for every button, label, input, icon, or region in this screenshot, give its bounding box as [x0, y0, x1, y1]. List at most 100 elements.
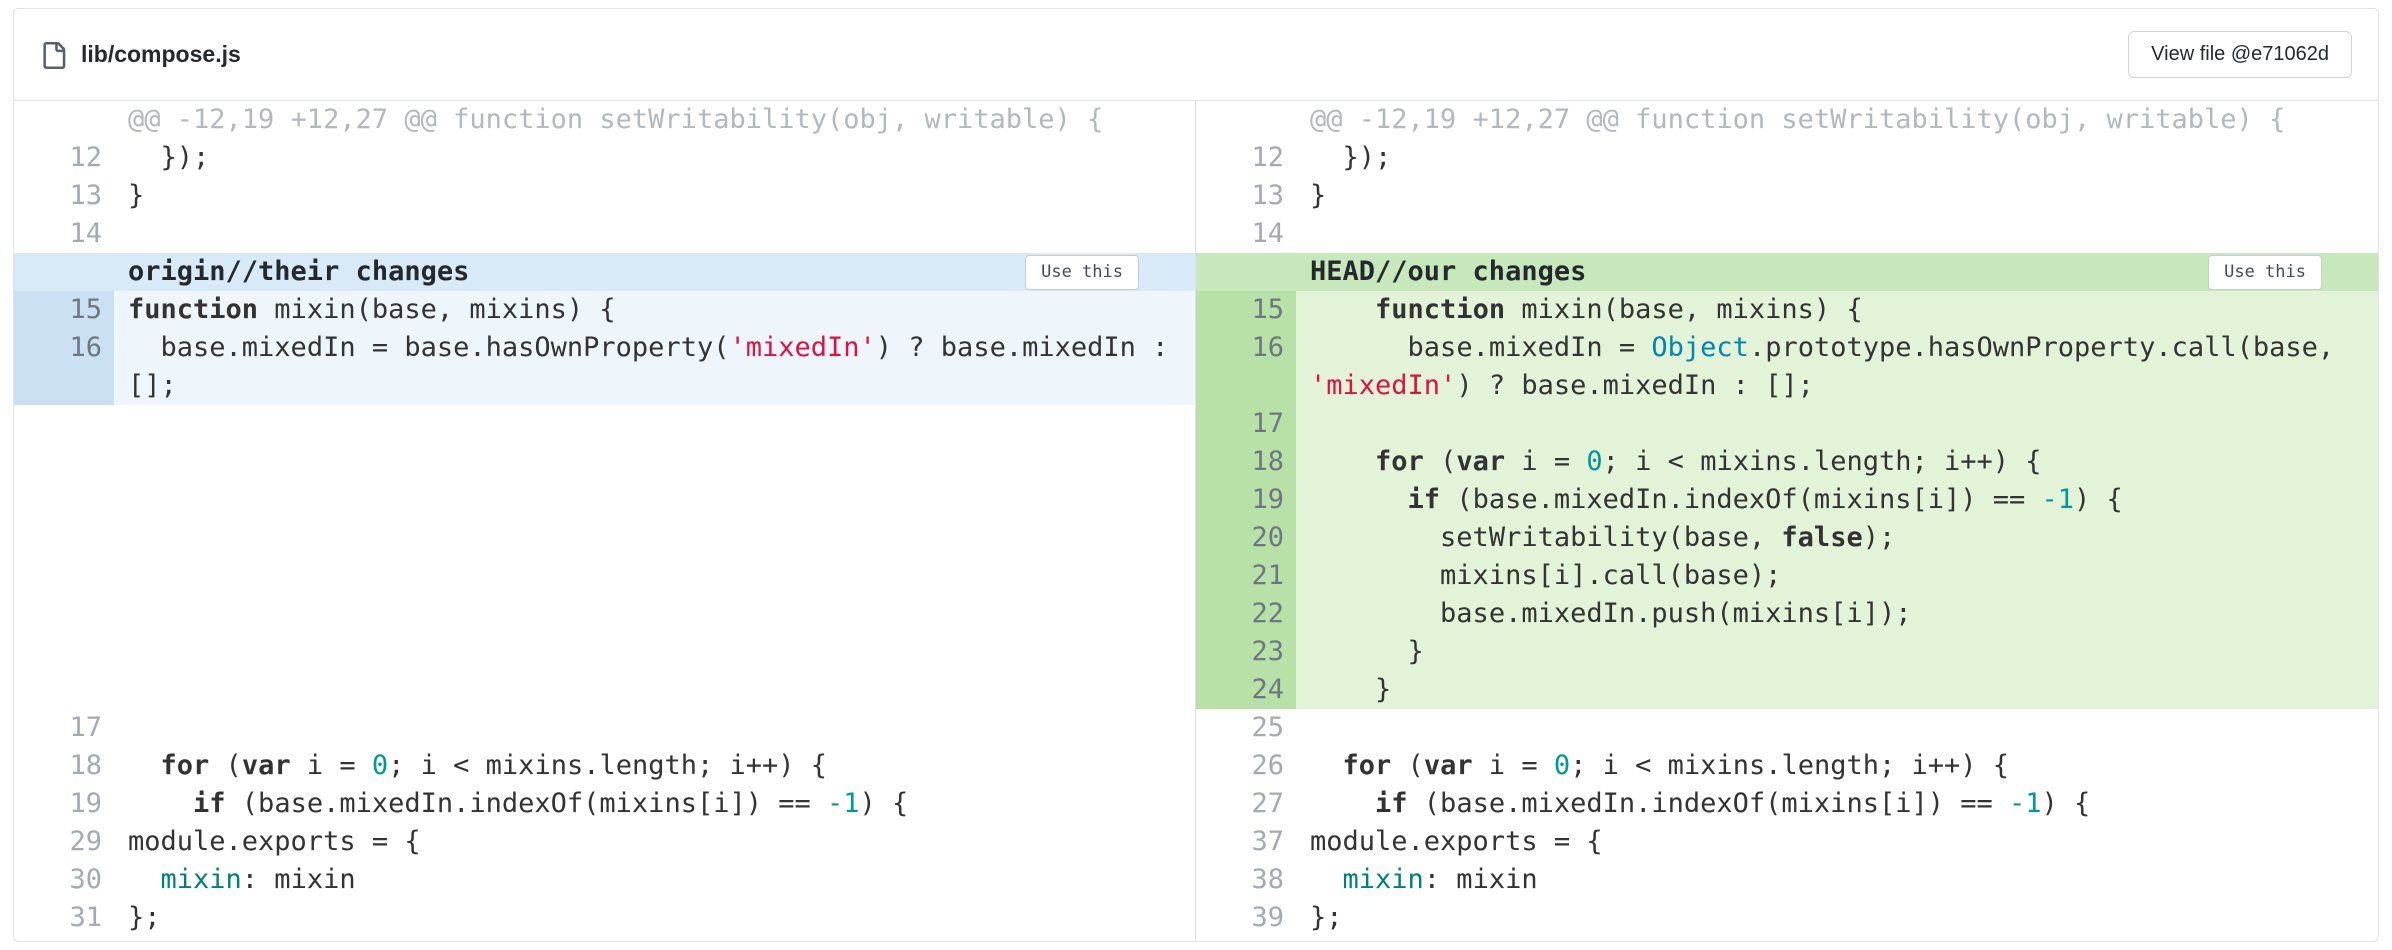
code-line: 17: [1196, 405, 2378, 443]
line-number: 14: [69, 218, 102, 249]
line-number: 17: [1196, 405, 1296, 443]
line-code: if (base.mixedIn.indexOf(mixins[i]) == -…: [1407, 484, 2123, 515]
line-code: [1296, 215, 2378, 253]
line-number: 13: [1251, 180, 1284, 211]
line-number: [14, 101, 114, 139]
line-code: [114, 709, 1195, 747]
line-number: 12: [1251, 142, 1284, 173]
code-line: 19 if (base.mixedIn.indexOf(mixins[i]) =…: [14, 785, 1195, 823]
line-number: 27: [1251, 788, 1284, 819]
code-line: 30 mixin: mixin: [14, 861, 1195, 899]
line-number: 15: [14, 291, 114, 329]
line-code: });: [128, 142, 210, 173]
line-code: [114, 215, 1195, 253]
line-code: if (base.mixedIn.indexOf(mixins[i]) == -…: [193, 788, 909, 819]
line-number: [1196, 253, 1296, 291]
view-file-button[interactable]: View file @e71062d: [2128, 31, 2352, 78]
code-line: 21 mixins[i].call(base);: [1196, 557, 2378, 595]
line-number: 17: [69, 712, 102, 743]
hunk-text: @@ -12,19 +12,27 @@ function setWritabil…: [1310, 104, 2286, 135]
diff-split: @@ -12,19 +12,27 @@ function setWritabil…: [14, 101, 2378, 941]
line-code: for (var i = 0; i < mixins.length; i++) …: [160, 750, 828, 781]
file-name: lib/compose.js: [81, 41, 241, 67]
line-code: };: [1310, 902, 1343, 933]
line-code: module.exports = {: [1310, 826, 1603, 857]
use-this-button[interactable]: Use this: [2208, 254, 2322, 290]
line-code: }: [1310, 674, 1392, 705]
line-number: 19: [1196, 481, 1296, 519]
line-number: 18: [69, 750, 102, 781]
file-diff-card: lib/compose.js View file @e71062d @@ -12…: [13, 8, 2379, 942]
line-code: };: [128, 902, 161, 933]
code-line: 16 base.mixedIn = Object.prototype.hasOw…: [1196, 329, 2378, 405]
line-code: base.mixedIn.push(mixins[i]);: [1310, 598, 1912, 629]
code-line: 18 for (var i = 0; i < mixins.length; i+…: [1196, 443, 2378, 481]
code-line: 25: [1196, 709, 2378, 747]
line-number: 31: [69, 902, 102, 933]
file-header: lib/compose.js View file @e71062d: [14, 9, 2378, 101]
line-number: 24: [1196, 671, 1296, 709]
code-line: 15 function mixin(base, mixins) {: [14, 291, 1195, 329]
line-code: if (base.mixedIn.indexOf(mixins[i]) == -…: [1375, 788, 2091, 819]
code-line: 14: [14, 215, 1195, 253]
code-line: 17: [14, 709, 1195, 747]
conflict-label: origin//their changes: [128, 256, 470, 287]
file-icon: [40, 42, 67, 69]
line-code: }: [1310, 636, 1424, 667]
code-line: 13}: [1196, 177, 2378, 215]
line-number: 14: [1251, 218, 1284, 249]
line-number: 13: [69, 180, 102, 211]
conflict-header: HEAD//our changes Use this: [1196, 253, 2378, 291]
diff-panel-left: @@ -12,19 +12,27 @@ function setWritabil…: [14, 101, 1196, 941]
code-line: 39};: [1196, 899, 2378, 937]
line-number: 25: [1251, 712, 1284, 743]
code-line: 27 if (base.mixedIn.indexOf(mixins[i]) =…: [1196, 785, 2378, 823]
line-number: 23: [1196, 633, 1296, 671]
line-number: 16: [14, 329, 114, 405]
line-number: 30: [69, 864, 102, 895]
line-code: mixin: mixin: [160, 864, 356, 895]
conflict-spacer: [14, 405, 1195, 709]
line-number: 20: [1196, 519, 1296, 557]
line-code: setWritability(base, false);: [1310, 522, 1896, 553]
line-number: 16: [1196, 329, 1296, 405]
line-code: [1296, 709, 2378, 747]
line-code: base.mixedIn = base.hasOwnProperty('mixe…: [128, 332, 1185, 401]
line-number: 21: [1196, 557, 1296, 595]
line-code: function mixin(base, mixins) {: [1375, 294, 1863, 325]
line-code: mixin: mixin: [1342, 864, 1538, 895]
diff-panel-right: @@ -12,19 +12,27 @@ function setWritabil…: [1196, 101, 2378, 941]
line-code: }: [1310, 180, 1327, 211]
hunk-header: @@ -12,19 +12,27 @@ function setWritabil…: [1196, 101, 2378, 139]
code-line: 23 }: [1196, 633, 2378, 671]
line-number: 26: [1251, 750, 1284, 781]
code-line: 18 for (var i = 0; i < mixins.length; i+…: [14, 747, 1195, 785]
code-line: 19 if (base.mixedIn.indexOf(mixins[i]) =…: [1196, 481, 2378, 519]
line-code: function mixin(base, mixins) {: [128, 294, 616, 325]
line-number: 39: [1251, 902, 1284, 933]
line-code: module.exports = {: [128, 826, 421, 857]
line-number: 15: [1196, 291, 1296, 329]
line-code: mixins[i].call(base);: [1310, 560, 1782, 591]
code-line: 16 base.mixedIn = base.hasOwnProperty('m…: [14, 329, 1195, 405]
code-line: 24 }: [1196, 671, 2378, 709]
line-code: base.mixedIn = Object.prototype.hasOwnPr…: [1310, 332, 2351, 401]
line-number: 12: [69, 142, 102, 173]
code-line: 12 });: [14, 139, 1195, 177]
code-line: 26 for (var i = 0; i < mixins.length; i+…: [1196, 747, 2378, 785]
conflict-label: HEAD//our changes: [1310, 256, 1587, 287]
line-number: [14, 253, 114, 291]
use-this-button[interactable]: Use this: [1025, 254, 1139, 290]
line-code: }: [128, 180, 145, 211]
line-code: for (var i = 0; i < mixins.length; i++) …: [1375, 446, 2042, 477]
line-code: for (var i = 0; i < mixins.length; i++) …: [1342, 750, 2010, 781]
code-line: 22 base.mixedIn.push(mixins[i]);: [1196, 595, 2378, 633]
line-number: 18: [1196, 443, 1296, 481]
code-line: 20 setWritability(base, false);: [1196, 519, 2378, 557]
line-number: [1196, 101, 1296, 139]
line-number: 19: [69, 788, 102, 819]
code-line: 31};: [14, 899, 1195, 937]
code-line: 12 });: [1196, 139, 2378, 177]
